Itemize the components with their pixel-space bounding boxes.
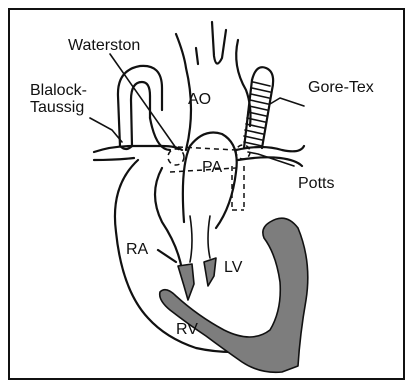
waterston-anastomosis: [168, 149, 184, 165]
label-ao: AO: [188, 91, 211, 108]
label-lv: LV: [224, 259, 243, 276]
ventricle-muscle: [160, 218, 308, 372]
label-gore-tex: Gore-Tex: [308, 79, 374, 96]
label-rv: RV: [176, 321, 198, 338]
label-ra: RA: [126, 241, 149, 258]
label-potts: Potts: [298, 175, 334, 192]
valve-leaflets: [178, 216, 216, 300]
gore-tex-graft: [244, 67, 273, 148]
aorta: [150, 22, 251, 150]
label-pa: PA: [202, 159, 222, 176]
label-pointers: [90, 54, 304, 166]
label-waterston: Waterston: [68, 37, 140, 54]
label-blalock-line1: Blalock-: [30, 82, 87, 99]
pulmonary-trunk: [183, 133, 237, 229]
label-blalock-line2: Taussig: [30, 99, 84, 116]
